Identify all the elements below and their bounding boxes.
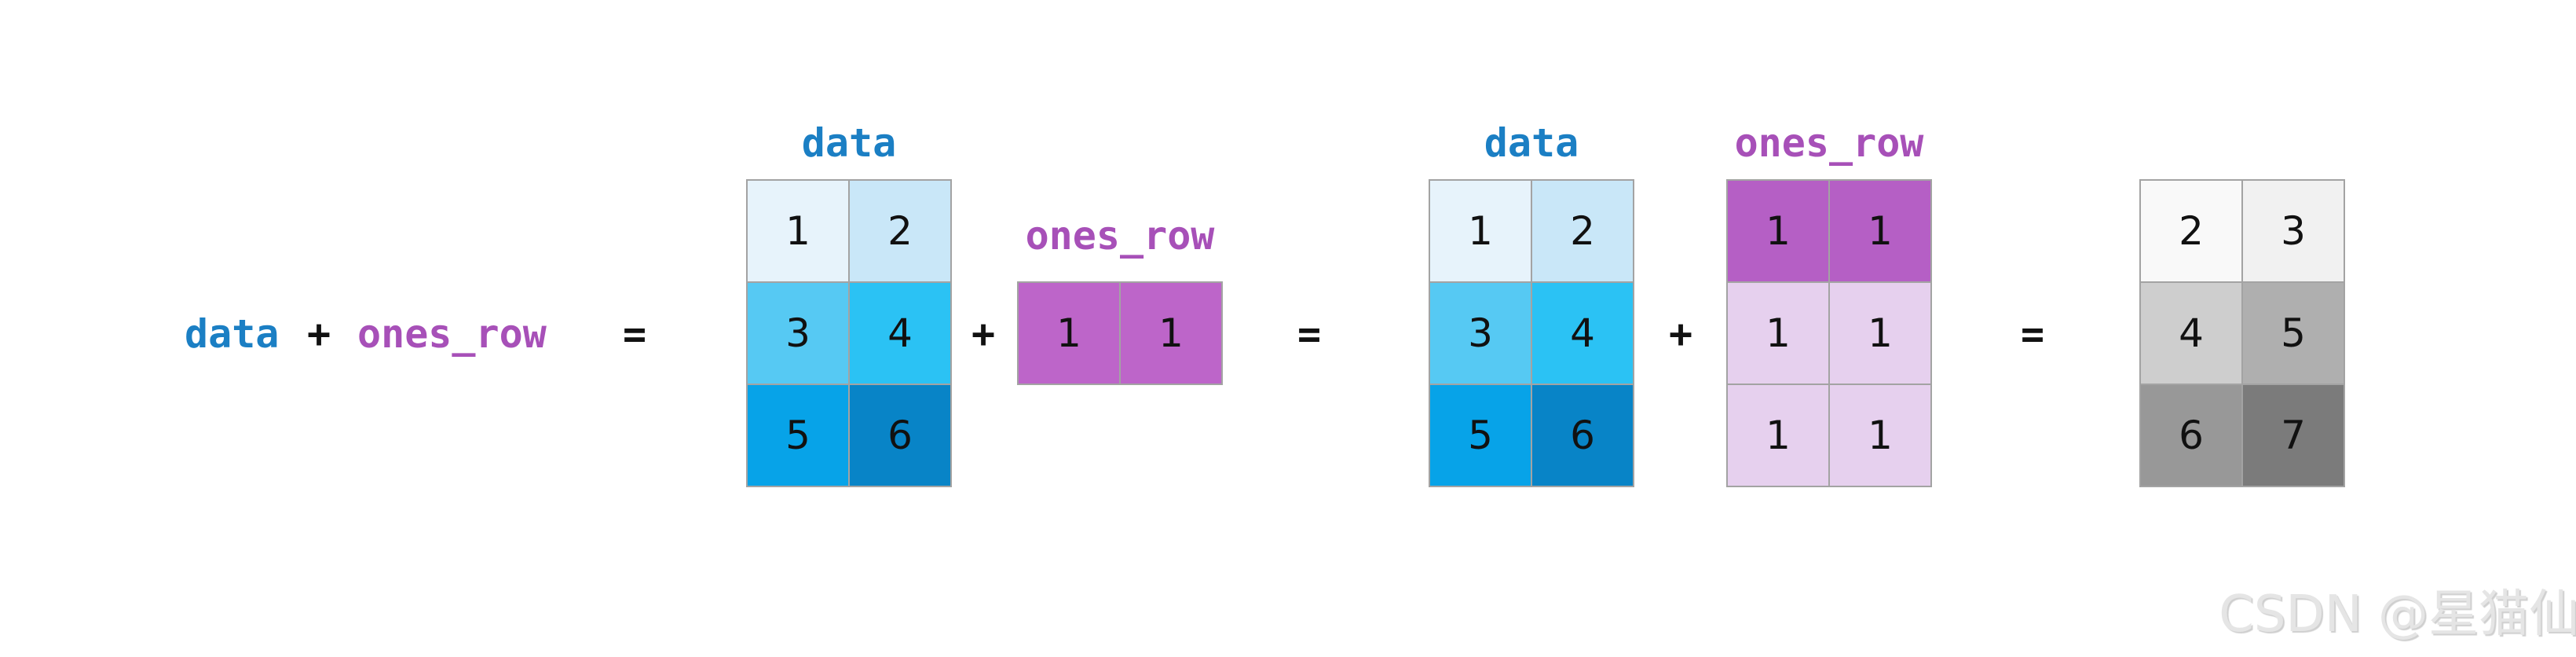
matrix-cell: 1 <box>1728 283 1828 384</box>
matrix-cell: 1 <box>1019 283 1119 384</box>
expression-data-label: data <box>185 311 280 357</box>
expression-plus-operator: + <box>306 311 331 357</box>
matrix-cell: 1 <box>1830 181 1930 281</box>
matrix-ones-row-1: 1 1 <box>1017 281 1223 385</box>
matrix-label-ones-row-broadcast: ones_row <box>1734 120 1924 166</box>
matrix-cell: 1 <box>1830 283 1930 384</box>
matrix-cell: 5 <box>1430 385 1531 486</box>
matrix-cell: 1 <box>748 181 848 281</box>
matrix-cell: 1 <box>1121 283 1221 384</box>
matrix-cell: 4 <box>2141 283 2241 384</box>
matrix-cell: 2 <box>850 181 950 281</box>
matrix-cell: 1 <box>1728 181 1828 281</box>
watermark: CSDN @星猫仙 <box>2219 585 2576 644</box>
equals-operator-2: = <box>1297 311 1322 357</box>
matrix-cell: 3 <box>2243 181 2344 281</box>
matrix-cell: 1 <box>1430 181 1531 281</box>
matrix-cell: 3 <box>748 283 848 384</box>
matrix-cell: 6 <box>850 385 950 486</box>
matrix-cell: 2 <box>2141 181 2241 281</box>
matrix-data-2: 1 2 3 4 5 6 <box>1429 179 1634 487</box>
matrix-cell: 2 <box>1532 181 1633 281</box>
matrix-cell: 1 <box>1728 385 1828 486</box>
matrix-cell: 1 <box>1830 385 1930 486</box>
matrix-cell: 7 <box>2243 385 2344 486</box>
plus-operator-2: + <box>971 311 996 357</box>
matrix-label-data-2: data <box>1484 120 1579 166</box>
matrix-cell: 3 <box>1430 283 1531 384</box>
matrix-cell: 5 <box>2243 283 2344 384</box>
matrix-data-1: 1 2 3 4 5 6 <box>746 179 952 487</box>
matrix-cell: 6 <box>1532 385 1633 486</box>
expression-equals-operator: = <box>622 311 647 357</box>
matrix-label-data-1: data <box>801 120 897 166</box>
expression-ones-row-label: ones_row <box>357 311 547 357</box>
matrix-cell: 4 <box>1532 283 1633 384</box>
plus-operator-3: + <box>1668 311 1693 357</box>
matrix-result: 2 3 4 5 6 7 <box>2139 179 2345 487</box>
matrix-label-ones-row-1: ones_row <box>1025 213 1215 259</box>
matrix-cell: 6 <box>2141 385 2241 486</box>
matrix-cell: 4 <box>850 283 950 384</box>
matrix-cell: 5 <box>748 385 848 486</box>
equals-operator-3: = <box>2020 311 2045 357</box>
matrix-ones-row-broadcast: 1 1 1 1 1 1 <box>1726 179 1932 487</box>
